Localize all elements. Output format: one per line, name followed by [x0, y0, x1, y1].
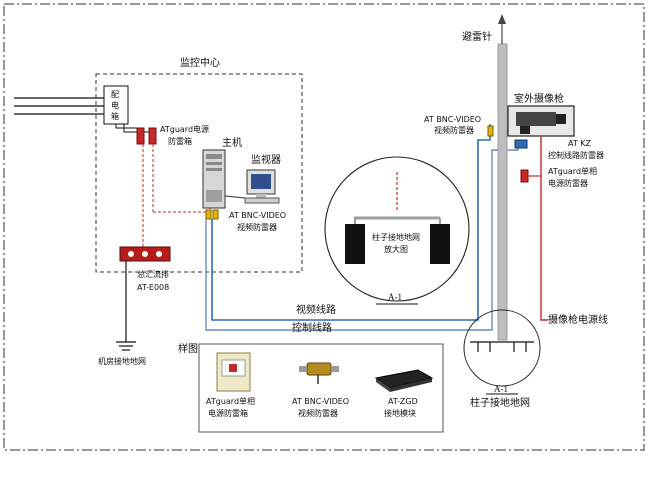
sample-3-label-2: 接地模块 — [384, 408, 416, 418]
monitor-center-label: 监控中心 — [180, 56, 220, 69]
atguard-power-protector-2 — [148, 127, 157, 145]
outdoor-camera — [507, 105, 575, 137]
lightning-rod-tip — [498, 14, 506, 24]
sample-atguard-power-box — [216, 352, 251, 392]
incoming-power-lines — [14, 97, 104, 115]
zoom-title-2: 放大图 — [384, 244, 408, 254]
sample-2-label-1: AT BNC-VIDEO — [292, 397, 349, 406]
sample-2-label-2: 视频防雷器 — [298, 408, 338, 418]
monitor-center-box — [95, 73, 303, 273]
video-line-label: 视频线路 — [296, 303, 336, 316]
sample-grounding-module — [374, 369, 434, 392]
zoom-section-label: A-1 — [388, 292, 402, 302]
pillar-ground-symbol — [470, 341, 534, 352]
control-protector-label-2: 控制线路防雷器 — [548, 150, 604, 160]
pillar-ground-section-label: A-1 — [494, 384, 508, 394]
power-protector-pole — [520, 169, 529, 183]
control-line-label: 控制线路 — [292, 321, 332, 334]
camera-power-line-label: 摄像枪电源线 — [548, 313, 608, 326]
atguard-power-box-label-1: ATguard电源 — [160, 124, 209, 134]
sample-1-label-2: 电源防雷箱 — [208, 408, 248, 418]
host-label: 主机 — [222, 136, 242, 149]
center-ground-lines — [142, 144, 211, 252]
pole — [497, 43, 508, 341]
lightning-rod-label: 避雷针 — [462, 30, 492, 43]
pillar-ground-circle — [463, 309, 541, 387]
box-to-protector-lines — [115, 124, 154, 134]
distribution-box-char-1: 配 — [111, 90, 119, 99]
bnc-protector-center-2 — [212, 209, 219, 220]
monitor-label: 监视器 — [251, 153, 281, 166]
atguard-power-protector-1 — [136, 127, 145, 145]
distribution-box-char-3: 箱 — [111, 111, 119, 121]
bnc-protector-center-1 — [205, 209, 212, 220]
monitor-display — [244, 169, 280, 204]
sample-3-label-1: AT-ZGD — [388, 397, 418, 406]
bnc-protector-pole-label-1: AT BNC-VIDEO — [424, 115, 481, 124]
host-computer — [202, 149, 226, 209]
bnc-protector-pole — [487, 125, 494, 137]
power-protector-pole-label-2: 电源防雷器 — [548, 178, 588, 188]
busbar-label-2: AT-E008 — [137, 283, 169, 292]
bnc-protector-center-label-2: 视频防雷器 — [237, 222, 277, 232]
outer-border — [3, 3, 645, 451]
samples-title: 样图 — [178, 342, 198, 355]
zoom-circle — [324, 156, 470, 302]
room-ground-label: 机房接地地网 — [98, 356, 146, 366]
outdoor-camera-label: 室外摄像枪 — [514, 92, 564, 105]
atguard-power-box-label-2: 防雷箱 — [168, 136, 192, 146]
room-ground-symbol — [116, 341, 136, 351]
pillar-ground-label: 柱子接地地网 — [470, 396, 530, 409]
zoom-title-1: 柱子接地地网 — [372, 232, 420, 242]
bnc-protector-center-label-1: AT BNC-VIDEO — [229, 211, 286, 220]
sample-bnc-video-protector — [299, 362, 339, 384]
control-protector-label-1: AT KZ — [568, 139, 592, 148]
bnc-protector-pole-label-2: 视频防雷器 — [434, 125, 474, 135]
video-line — [211, 124, 491, 321]
zoom-ground-block-right — [430, 224, 450, 264]
busbar-label-1: 总汇流排 — [137, 269, 169, 279]
zoom-ground-block-left — [345, 224, 365, 264]
distribution-box-char-2: 电 — [111, 100, 119, 110]
sample-1-label-1: ATguard单相 — [206, 396, 255, 406]
power-protector-pole-label-1: ATguard单相 — [548, 166, 597, 176]
host-monitor-cable — [224, 195, 246, 199]
control-protector — [514, 139, 528, 149]
camera-power-line — [540, 136, 548, 321]
distribution-box — [103, 85, 129, 125]
